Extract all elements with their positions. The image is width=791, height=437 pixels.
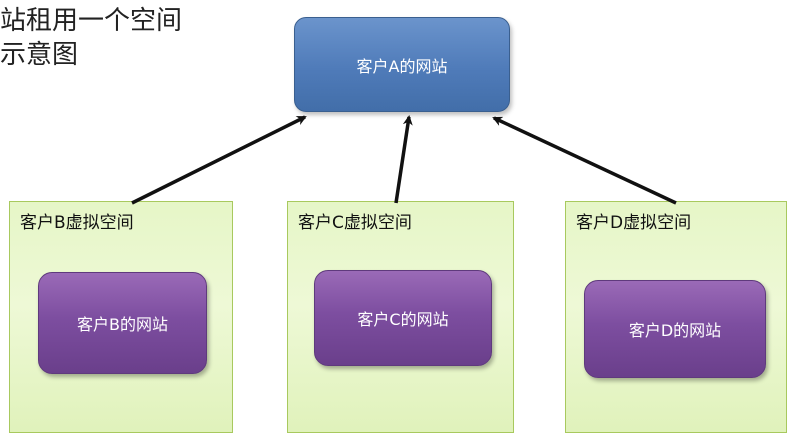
host-site-box: 客户A的网站	[294, 17, 510, 112]
virtual-space-c: 客户C虚拟空间 客户C的网站	[287, 201, 514, 433]
virtual-space-d: 客户D虚拟空间 客户D的网站	[565, 201, 787, 433]
virtual-space-b: 客户B虚拟空间 客户B的网站	[9, 201, 233, 433]
site-box-c: 客户C的网站	[314, 270, 492, 366]
site-b-label: 客户B的网站	[77, 315, 168, 334]
caption-line-1: 站租用一个空间	[0, 6, 183, 36]
virtual-space-b-label: 客户B虚拟空间	[20, 213, 134, 233]
site-d-label: 客户D的网站	[628, 321, 722, 340]
diagram-caption: 站租用一个空间 示意图	[0, 4, 182, 72]
arrow-d-to-host	[492, 116, 677, 205]
site-box-d: 客户D的网站	[584, 280, 766, 378]
virtual-space-d-label: 客户D虚拟空间	[576, 213, 692, 233]
site-box-b: 客户B的网站	[38, 272, 207, 374]
arrow-c-to-host	[394, 115, 413, 204]
site-c-label: 客户C的网站	[357, 310, 449, 329]
arrow-b-to-host	[131, 115, 307, 205]
caption-line-2: 示意图	[0, 40, 79, 70]
host-site-label: 客户A的网站	[356, 56, 448, 76]
virtual-space-c-label: 客户C虚拟空间	[298, 213, 412, 233]
